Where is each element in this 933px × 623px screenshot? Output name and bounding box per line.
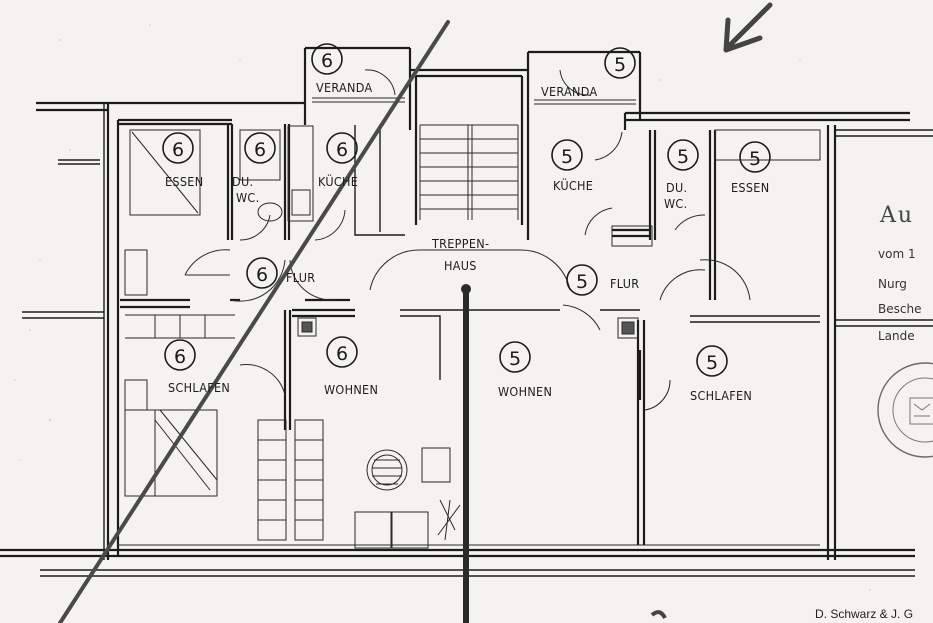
side-title: Au [879, 203, 914, 228]
label-du-right: DU. [666, 180, 687, 195]
unit-6-schlafen-number: 6 [174, 346, 186, 368]
annotation-strokes [58, 2, 773, 623]
unit-5-bath-number: 5 [677, 146, 689, 168]
walls [0, 46, 933, 577]
unit-5-schlafen-number: 5 [706, 352, 718, 374]
unit-6-kitchen-number: 6 [336, 139, 348, 161]
label-flur-left: FLUR [286, 270, 315, 285]
unit-6-essen-number: 6 [172, 139, 184, 161]
unit-6-veranda-number: 6 [321, 50, 333, 72]
label-treppenhaus-line1: TREPPEN- [431, 236, 489, 251]
label-schlafen-left: SCHLAFEN [168, 380, 230, 395]
footer-credit: D. Schwarz & J. G [815, 607, 913, 621]
label-wohnen-right: WOHNEN [498, 384, 552, 399]
side-line-3: Besche [878, 302, 921, 316]
label-veranda-right: VERANDA [541, 84, 597, 99]
unit-5-flur-number: 5 [576, 271, 588, 293]
unit-5-markers: 5 5 5 5 5 5 5 [499, 47, 771, 377]
label-wc-right: WC. [664, 196, 687, 211]
official-stamp [877, 362, 933, 458]
unit-5-wohnen-number: 5 [509, 348, 521, 370]
unit-5-veranda-number: 5 [614, 54, 626, 76]
label-veranda-left: VERANDA [316, 80, 372, 95]
label-kueche-right: KÜCHE [553, 177, 593, 193]
label-essen-left: ESSEN [165, 174, 203, 189]
paper-texture [14, 24, 871, 591]
doors [184, 69, 751, 411]
room-labels: VERANDA ESSEN DU. WC. KÜCHE FLUR SCHLAFE… [165, 80, 769, 403]
furniture [124, 125, 821, 549]
side-line-4: Lande [878, 329, 915, 343]
unit-6-markers: 6 6 6 6 6 6 6 [162, 43, 358, 371]
unit-6-wohnen-number: 6 [336, 343, 348, 365]
unit-5-essen-number: 5 [749, 148, 761, 170]
side-annotation: Au vom 1 Nurg Besche Lande [878, 203, 921, 343]
label-kueche-left: KÜCHE [318, 173, 358, 189]
side-line-1: vom 1 [878, 247, 916, 261]
label-flur-right: FLUR [610, 276, 639, 291]
label-essen-right: ESSEN [731, 180, 769, 195]
label-wohnen-left: WOHNEN [324, 382, 378, 397]
side-line-2: Nurg [878, 277, 907, 291]
unit-6-flur-number: 6 [256, 264, 268, 286]
label-treppenhaus-line2: HAUS [444, 258, 477, 273]
unit-6-bath-number: 6 [254, 139, 266, 161]
unit-5-kitchen-number: 5 [561, 146, 573, 168]
label-wc-left: WC. [236, 190, 259, 205]
label-du-left: DU. [232, 174, 253, 189]
label-schlafen-right: SCHLAFEN [690, 388, 752, 403]
